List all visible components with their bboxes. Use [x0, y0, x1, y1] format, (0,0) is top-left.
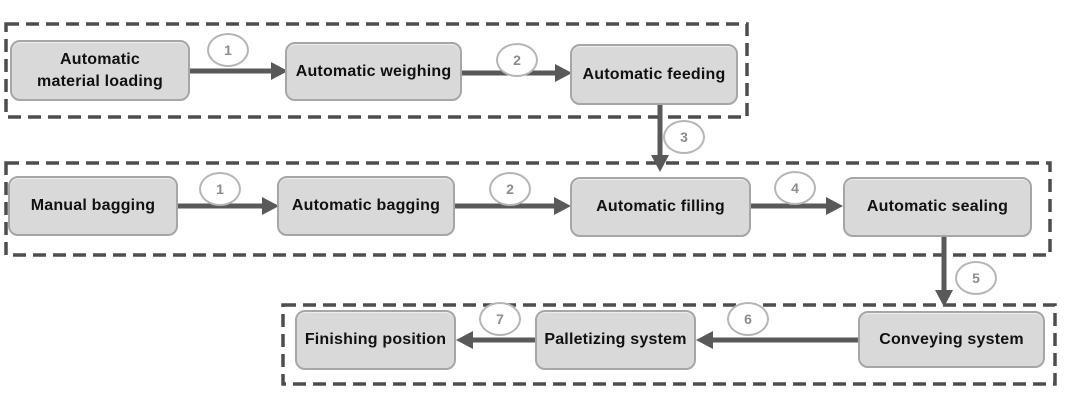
step-number: 2 — [506, 181, 514, 197]
node-automatic-bagging: Automatic bagging — [277, 176, 455, 236]
step-circle-4: 4 — [774, 171, 816, 205]
step-number: 5 — [972, 270, 980, 286]
arrow-bagging-to-filling — [455, 197, 571, 215]
arrow-feeding-to-filling — [651, 105, 669, 172]
step-circle-5: 5 — [955, 261, 997, 295]
node-label: Automatic feeding — [582, 65, 726, 83]
step-circle-row2-1: 1 — [199, 172, 241, 206]
node-automatic-sealing: Automatic sealing — [843, 177, 1032, 237]
step-circle-3: 3 — [663, 120, 705, 154]
arrow-palletizing-to-finishing — [456, 331, 535, 349]
node-manual-bagging: Manual bagging — [8, 176, 178, 236]
step-circle-row2-2: 2 — [489, 172, 531, 206]
step-number: 4 — [791, 180, 799, 196]
node-palletizing-system: Palletizing system — [535, 310, 696, 370]
step-number: 2 — [513, 52, 521, 68]
arrow-conveying-to-palletizing — [696, 331, 858, 349]
node-label: Automatic filling — [596, 198, 725, 216]
arrow-filling-to-sealing — [751, 197, 843, 215]
node-automatic-weighing: Automatic weighing — [285, 42, 462, 101]
node-automatic-filling: Automatic filling — [570, 177, 751, 237]
node-label: Automatic material loading — [37, 50, 163, 90]
step-number: 1 — [216, 181, 224, 197]
lane-border-palletizing — [281, 303, 1057, 386]
step-circle-6: 6 — [727, 302, 769, 336]
arrow-sealing-to-conveying — [935, 237, 953, 307]
step-circle-7: 7 — [479, 302, 521, 336]
arrow-loading-to-weighing — [190, 62, 288, 80]
lane-border-bagging — [4, 161, 1052, 257]
node-automatic-material-loading: Automatic material loading — [10, 40, 190, 101]
arrow-manual-to-automatic-bagging — [178, 197, 279, 215]
node-label: Finishing position — [304, 331, 447, 349]
step-number: 3 — [680, 129, 688, 145]
node-label: Automatic sealing — [866, 198, 1009, 216]
step-number: 7 — [496, 311, 504, 327]
node-conveying-system: Conveying system — [858, 311, 1045, 368]
node-automatic-feeding: Automatic feeding — [570, 44, 738, 105]
node-label: Automatic weighing — [295, 62, 452, 80]
lane-border-material-preparation — [4, 22, 749, 119]
node-label: Palletizing system — [544, 331, 687, 349]
step-circle-row1-2: 2 — [496, 43, 538, 77]
step-number: 6 — [744, 311, 752, 327]
node-label: Manual bagging — [30, 197, 156, 215]
node-label: Automatic bagging — [291, 197, 441, 215]
step-circle-row1-1: 1 — [207, 33, 249, 67]
node-label: Conveying system — [879, 330, 1024, 348]
step-number: 1 — [224, 42, 232, 58]
node-finishing-position: Finishing position — [295, 310, 456, 370]
